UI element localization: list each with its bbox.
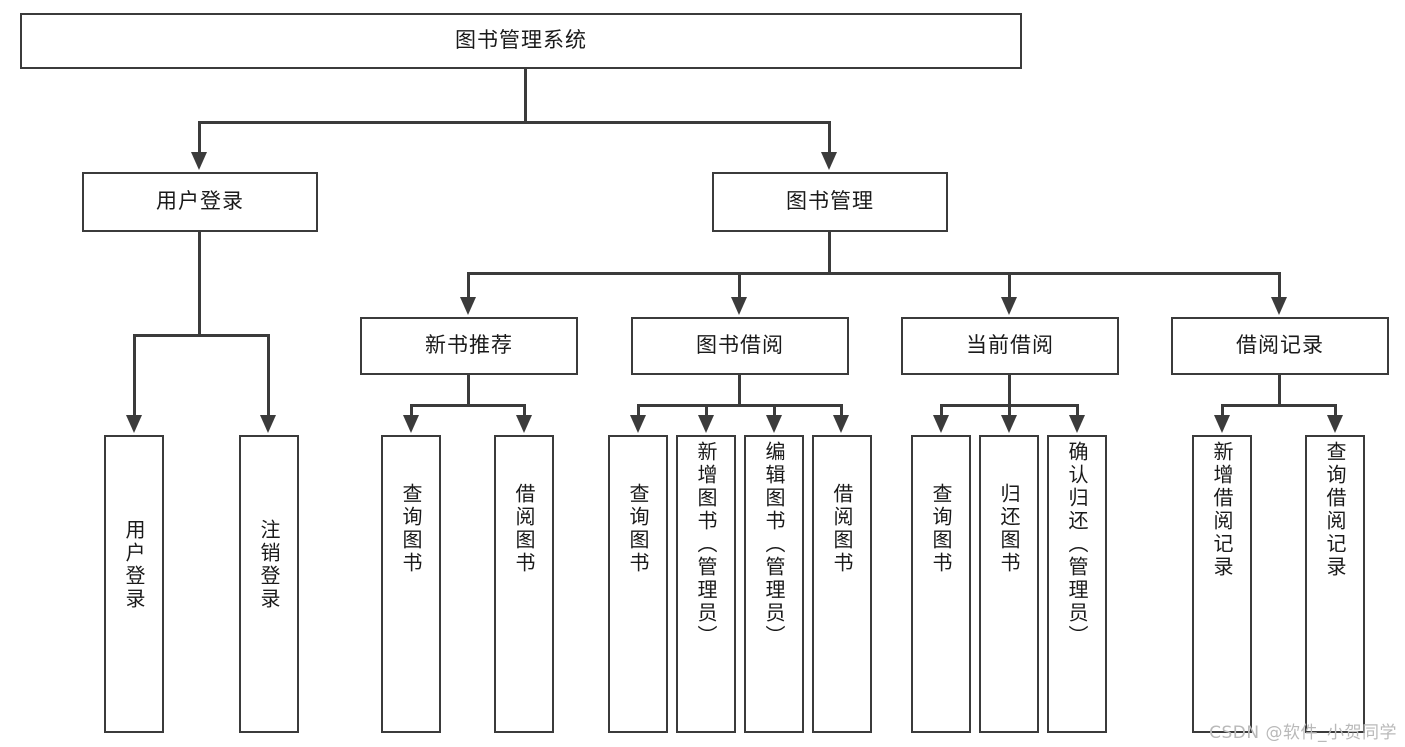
connector-user-login-bar	[133, 334, 269, 337]
node-label: 确认归还（管理员）	[1065, 441, 1089, 648]
node-label: 编辑图书（管理员）	[762, 441, 786, 648]
leaf-book-borrow-edit-book-admin[interactable]: 编辑图书（管理员）	[744, 435, 804, 733]
node-book-borrow[interactable]: 图书借阅	[631, 317, 849, 375]
node-user-login[interactable]: 用户登录	[82, 172, 318, 232]
node-label: 借阅记录	[1236, 333, 1324, 358]
node-label: 查询图书	[399, 483, 423, 575]
connector-book-borrow-leaf-3	[773, 404, 776, 417]
connector-root-stem	[524, 69, 527, 123]
connector-book-borrow-bar	[637, 404, 842, 407]
node-label: 归还图书	[997, 483, 1021, 575]
node-label: 图书借阅	[696, 333, 784, 358]
connector-borrow-record-bar	[1221, 404, 1336, 407]
leaf-book-borrow-add-book-admin[interactable]: 新增图书（管理员）	[676, 435, 736, 733]
connector-current-borrow-stem	[1008, 375, 1011, 406]
connector-current-borrow-leaf-1	[940, 404, 943, 417]
node-label: 用户登录	[122, 519, 146, 611]
node-label: 新增图书（管理员）	[694, 441, 718, 648]
connector-book-borrow-leaf-2	[705, 404, 708, 417]
leaf-borrow-record-add-record[interactable]: 新增借阅记录	[1192, 435, 1252, 733]
connector-bm-to-book-borrow	[738, 272, 741, 299]
connector-current-borrow-leaf-2	[1008, 404, 1011, 417]
node-book-management[interactable]: 图书管理	[712, 172, 948, 232]
node-label: 查询借阅记录	[1323, 441, 1347, 579]
connector-bm-to-current-borrow	[1008, 272, 1011, 299]
connector-new-book-stem	[467, 375, 470, 406]
connector-current-borrow-leaf-3	[1076, 404, 1079, 417]
leaf-book-borrow-query-book[interactable]: 查询图书	[608, 435, 668, 733]
arrow-new-book-leaf-1	[403, 415, 419, 433]
node-borrow-record[interactable]: 借阅记录	[1171, 317, 1389, 375]
leaf-current-borrow-query-book[interactable]: 查询图书	[911, 435, 971, 733]
node-label: 注销登录	[257, 519, 281, 611]
connector-book-borrow-leaf-4	[840, 404, 843, 417]
leaf-current-borrow-confirm-return-admin[interactable]: 确认归还（管理员）	[1047, 435, 1107, 733]
connector-borrow-record-leaf-1	[1221, 404, 1224, 417]
arrow-borrow-record-leaf-2	[1327, 415, 1343, 433]
arrow-current-borrow-leaf-2	[1001, 415, 1017, 433]
node-label: 图书管理	[786, 189, 874, 214]
connector-new-book-leaf-1	[410, 404, 413, 417]
arrow-bm-to-current-borrow	[1001, 297, 1017, 315]
arrow-current-borrow-leaf-3	[1069, 415, 1085, 433]
connector-user-login-leaf-1	[133, 334, 136, 417]
node-label: 图书管理系统	[455, 28, 587, 53]
arrow-book-borrow-leaf-3	[766, 415, 782, 433]
node-label: 查询图书	[929, 483, 953, 575]
connector-user-login-leaf-2	[267, 334, 270, 417]
connector-user-login-stem	[198, 232, 201, 336]
connector-bm-to-new-book	[467, 272, 470, 299]
leaf-user-login-logout[interactable]: 注销登录	[239, 435, 299, 733]
leaf-book-borrow-borrow-book[interactable]: 借阅图书	[812, 435, 872, 733]
node-label: 新书推荐	[425, 333, 513, 358]
node-label: 当前借阅	[966, 333, 1054, 358]
node-label: 用户登录	[156, 189, 244, 214]
leaf-new-book-query-book[interactable]: 查询图书	[381, 435, 441, 733]
connector-book-borrow-leaf-1	[637, 404, 640, 417]
arrow-bm-to-new-book	[460, 297, 476, 315]
leaf-user-login-login[interactable]: 用户登录	[104, 435, 164, 733]
arrow-bm-to-borrow-record	[1271, 297, 1287, 315]
arrow-root-to-book-management	[821, 152, 837, 170]
node-label: 借阅图书	[512, 483, 536, 575]
node-root-book-management-system[interactable]: 图书管理系统	[20, 13, 1022, 69]
connector-borrow-record-stem	[1278, 375, 1281, 406]
leaf-current-borrow-return-book[interactable]: 归还图书	[979, 435, 1039, 733]
arrow-borrow-record-leaf-1	[1214, 415, 1230, 433]
arrow-bm-to-book-borrow	[731, 297, 747, 315]
node-new-book-recommend[interactable]: 新书推荐	[360, 317, 578, 375]
connector-borrow-record-leaf-2	[1334, 404, 1337, 417]
arrow-book-borrow-leaf-1	[630, 415, 646, 433]
leaf-borrow-record-query-record[interactable]: 查询借阅记录	[1305, 435, 1365, 733]
node-label: 新增借阅记录	[1210, 441, 1234, 579]
arrow-book-borrow-leaf-4	[833, 415, 849, 433]
leaf-new-book-borrow-book[interactable]: 借阅图书	[494, 435, 554, 733]
arrow-user-login-leaf-2	[260, 415, 276, 433]
connector-root-bar	[198, 121, 830, 124]
node-current-borrow[interactable]: 当前借阅	[901, 317, 1119, 375]
node-label: 查询图书	[626, 483, 650, 575]
arrow-user-login-leaf-1	[126, 415, 142, 433]
node-label: 借阅图书	[830, 483, 854, 575]
connector-book-management-stem	[828, 232, 831, 274]
arrow-book-borrow-leaf-2	[698, 415, 714, 433]
connector-root-to-book-management	[828, 121, 831, 154]
connector-root-to-user-login	[198, 121, 201, 154]
connector-book-management-bar	[467, 272, 1281, 275]
connector-new-book-leaf-2	[523, 404, 526, 417]
arrow-current-borrow-leaf-1	[933, 415, 949, 433]
arrow-new-book-leaf-2	[516, 415, 532, 433]
connector-bm-to-borrow-record	[1278, 272, 1281, 299]
connector-book-borrow-stem	[738, 375, 741, 406]
connector-new-book-bar	[410, 404, 525, 407]
arrow-root-to-user-login	[191, 152, 207, 170]
